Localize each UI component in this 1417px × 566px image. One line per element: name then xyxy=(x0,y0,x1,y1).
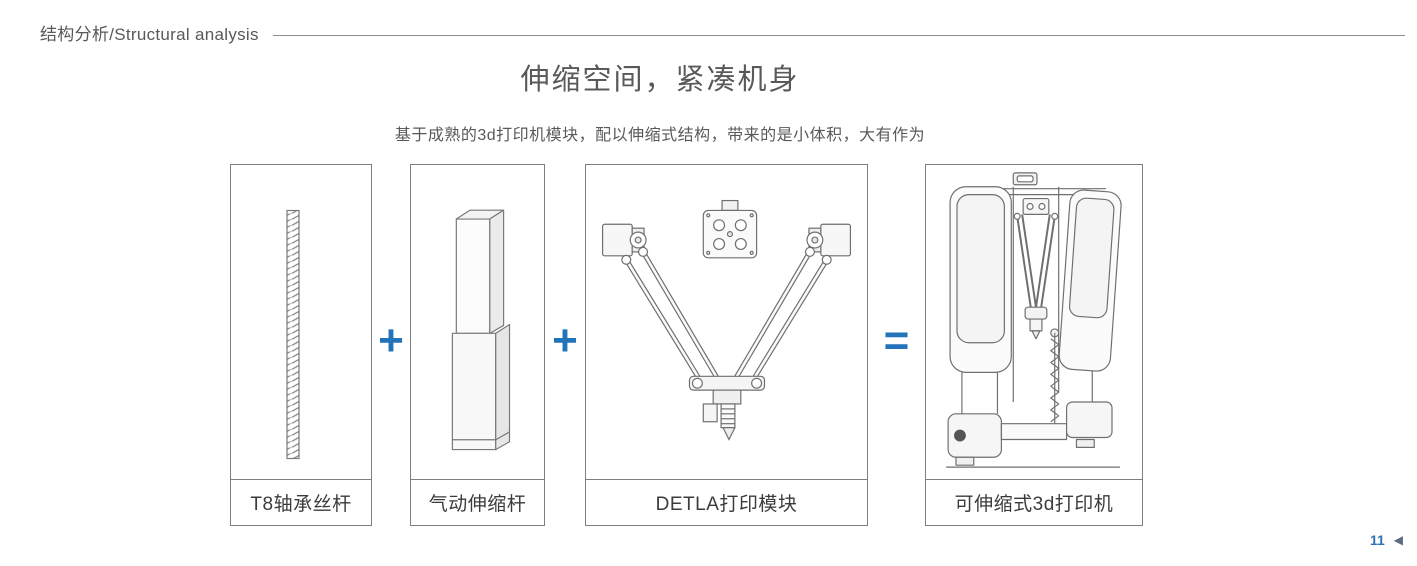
delta-module-drawing xyxy=(601,199,852,441)
telescopic-rod-drawing xyxy=(451,209,511,451)
page-subtitle: 基于成熟的3d打印机模块，配以伸缩式结构，带来的是小体积，大有作为 xyxy=(394,127,926,144)
header: 结构分析/Structural analysis xyxy=(40,20,1405,45)
equals-operator: = xyxy=(883,316,910,365)
component-diagram: T8轴承丝杆 + 气动伸缩杆 + xyxy=(230,164,1143,526)
caption-delta-module: DETLA打印模块 xyxy=(586,479,867,525)
component-box-printer: 可伸缩式3d打印机 xyxy=(925,164,1143,526)
lead-screw-figure xyxy=(231,165,371,479)
component-box-telescopic-rod: 气动伸缩杆 xyxy=(410,164,545,526)
plus-operator-1: + xyxy=(378,316,404,365)
delta-module-figure xyxy=(586,165,867,479)
printer-figure xyxy=(926,165,1142,479)
caption-lead-screw: T8轴承丝杆 xyxy=(231,479,371,525)
component-box-delta-module: DETLA打印模块 xyxy=(585,164,868,526)
lead-screw-drawing xyxy=(286,209,300,460)
header-rule xyxy=(272,34,1405,36)
nav-back-arrow-icon[interactable]: ◀ xyxy=(1393,533,1403,547)
plus-operator-2: + xyxy=(552,316,578,365)
component-box-lead-screw: T8轴承丝杆 xyxy=(230,164,372,526)
caption-telescopic-rod: 气动伸缩杆 xyxy=(411,479,544,525)
telescopic-rod-figure xyxy=(411,165,544,479)
printer-drawing xyxy=(946,172,1122,468)
page-title: 伸缩空间，紧凑机身 xyxy=(520,64,800,96)
page-number: 11 xyxy=(1369,532,1385,548)
header-title: 结构分析/Structural analysis xyxy=(40,25,259,44)
footer: 11 ◀ xyxy=(1370,532,1403,548)
caption-printer: 可伸缩式3d打印机 xyxy=(926,479,1142,525)
